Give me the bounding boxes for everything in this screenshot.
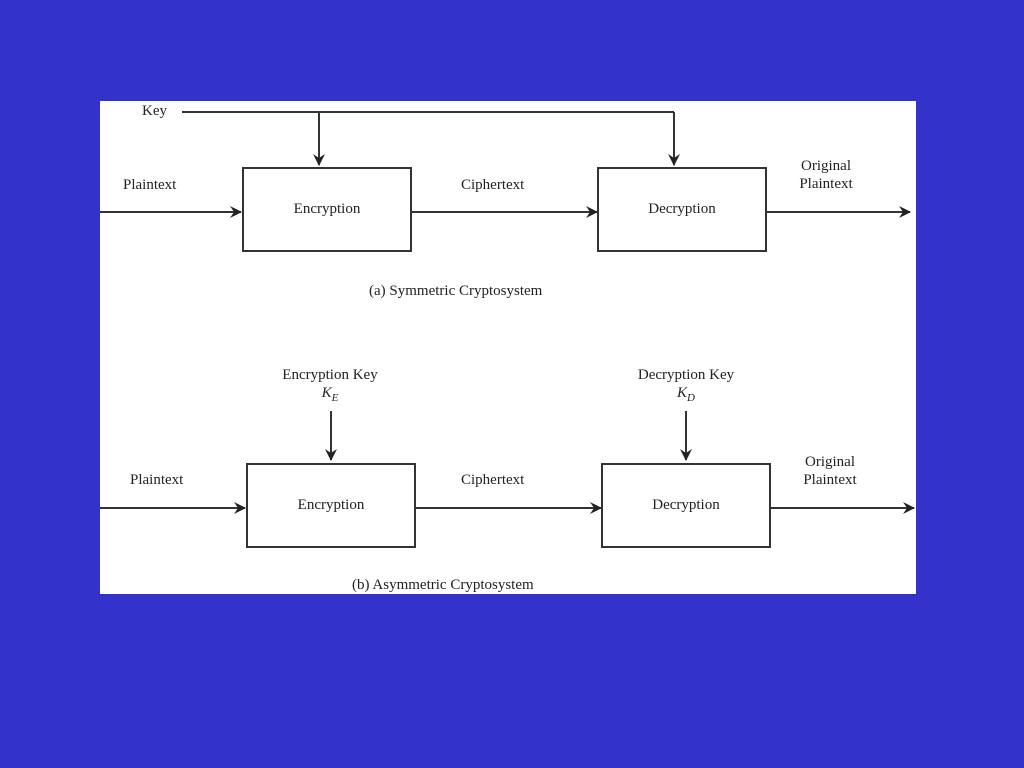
asym-enc-key-label: Encryption Key bbox=[282, 367, 378, 383]
sym-output-label-line1: Original bbox=[801, 158, 851, 174]
diagram-panel: Key Plaintext Encryption Ciphertext Decr… bbox=[100, 101, 916, 594]
sym-caption: (a) Symmetric Cryptosystem bbox=[369, 283, 543, 299]
asym-output-label: Original Plaintext bbox=[792, 453, 868, 489]
asym-ciphertext-label: Ciphertext bbox=[461, 472, 525, 488]
asym-enc-key-symbol: KE bbox=[321, 385, 339, 404]
connector-lines bbox=[100, 111, 915, 514]
sym-plaintext-label: Plaintext bbox=[123, 177, 177, 193]
asym-plaintext-label: Plaintext bbox=[130, 472, 184, 488]
asym-dec-key-block: Decryption Key KD bbox=[616, 366, 756, 407]
sym-key-label: Key bbox=[142, 103, 167, 119]
asym-enc-key-block: Encryption Key KE bbox=[260, 366, 400, 407]
asym-output-label-line1: Original bbox=[805, 454, 855, 470]
asym-caption: (b) Asymmetric Cryptosystem bbox=[352, 577, 534, 593]
sym-encryption-label: Encryption bbox=[293, 201, 361, 217]
sym-encryption-box: Encryption bbox=[242, 167, 412, 252]
sym-ciphertext-label: Ciphertext bbox=[461, 177, 525, 193]
sym-decryption-label: Decryption bbox=[648, 201, 716, 217]
sym-output-label-line2: Plaintext bbox=[799, 176, 853, 192]
asym-decryption-box: Decryption bbox=[601, 463, 771, 548]
asym-dec-key-symbol: KD bbox=[677, 385, 695, 404]
sym-output-label: Original Plaintext bbox=[788, 157, 864, 193]
asym-dec-key-label: Decryption Key bbox=[637, 367, 735, 383]
asym-decryption-label: Decryption bbox=[652, 497, 720, 513]
asym-encryption-box: Encryption bbox=[246, 463, 416, 548]
asym-output-label-line2: Plaintext bbox=[803, 472, 857, 488]
sym-decryption-box: Decryption bbox=[597, 167, 767, 252]
asym-encryption-label: Encryption bbox=[297, 497, 365, 513]
